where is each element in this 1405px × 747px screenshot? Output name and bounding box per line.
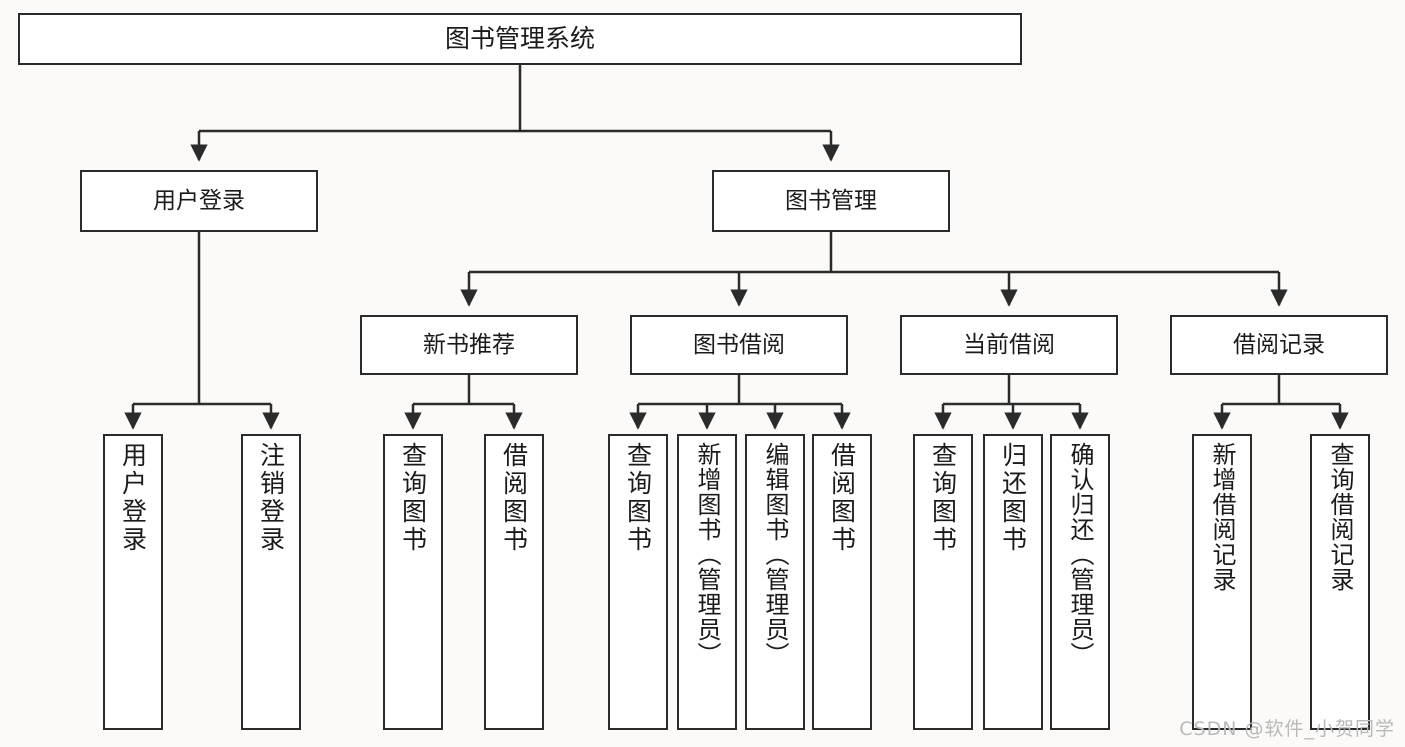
node-book-borrow[interactable]: 图书借阅 [630, 315, 848, 375]
node-current-borrow[interactable]: 当前借阅 [900, 315, 1118, 375]
leaf-records-add-record[interactable]: 新增借阅记录 [1192, 434, 1252, 730]
leaf-current-query-book[interactable]: 查询图书 [913, 434, 973, 730]
watermark-text: CSDN @软件_小贺同学 [1179, 718, 1395, 740]
node-label: 新增图书（管理员） [693, 442, 721, 667]
leaf-borrow-add-book-admin[interactable]: 新增图书（管理员） [677, 434, 737, 730]
node-label: 新书推荐 [423, 331, 515, 358]
leaf-current-return-book[interactable]: 归还图书 [983, 434, 1043, 730]
leaf-borrow-query-book[interactable]: 查询图书 [608, 434, 668, 730]
node-label: 用户登录 [118, 442, 148, 554]
node-label: 归还图书 [998, 442, 1028, 554]
leaf-records-query-record[interactable]: 查询借阅记录 [1310, 434, 1370, 730]
leaf-borrow-edit-book-admin[interactable]: 编辑图书（管理员） [745, 434, 805, 730]
node-label: 编辑图书（管理员） [761, 442, 789, 667]
node-label: 查询借阅记录 [1326, 442, 1354, 592]
node-label: 图书借阅 [693, 331, 785, 358]
node-borrow-records[interactable]: 借阅记录 [1170, 315, 1388, 375]
node-label: 借阅记录 [1233, 331, 1325, 358]
node-root-system[interactable]: 图书管理系统 [18, 13, 1022, 65]
leaf-current-confirm-return-admin[interactable]: 确认归还（管理员） [1050, 434, 1110, 730]
leaf-user-login-logout[interactable]: 注销登录 [241, 434, 301, 730]
node-label: 图书管理 [785, 187, 877, 214]
node-label: 查询图书 [623, 442, 653, 554]
leaf-borrow-borrow-book[interactable]: 借阅图书 [812, 434, 872, 730]
node-label: 图书管理系统 [444, 23, 595, 53]
node-book-management[interactable]: 图书管理 [712, 170, 950, 232]
node-label: 确认归还（管理员） [1066, 442, 1094, 667]
node-label: 注销登录 [256, 442, 286, 554]
node-label: 借阅图书 [499, 442, 529, 554]
leaf-recommend-query-book[interactable]: 查询图书 [383, 434, 443, 730]
node-label: 当前借阅 [963, 331, 1055, 358]
node-label: 查询图书 [928, 442, 958, 554]
leaf-user-login-login[interactable]: 用户登录 [103, 434, 163, 730]
node-user-login[interactable]: 用户登录 [80, 170, 318, 232]
node-new-book-recommend[interactable]: 新书推荐 [360, 315, 578, 375]
node-label: 查询图书 [398, 442, 428, 554]
leaf-recommend-borrow-book[interactable]: 借阅图书 [484, 434, 544, 730]
node-label: 借阅图书 [827, 442, 857, 554]
node-label: 新增借阅记录 [1208, 442, 1236, 592]
node-label: 用户登录 [153, 187, 245, 214]
